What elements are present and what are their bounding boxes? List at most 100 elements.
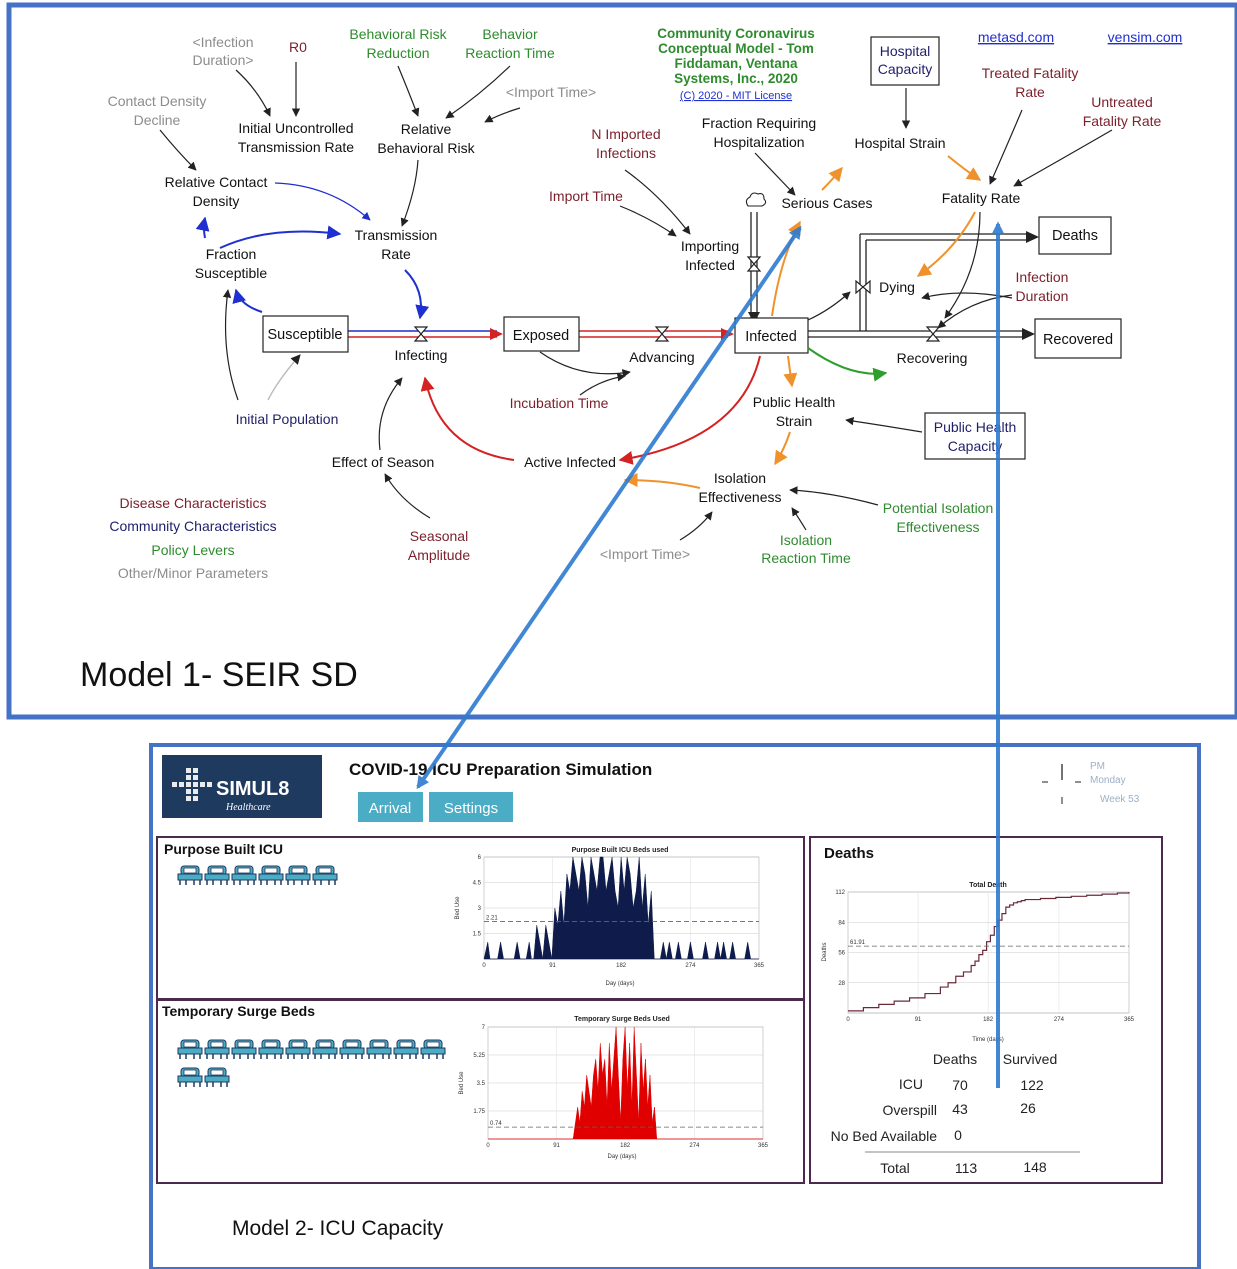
- var-fraction-susceptible-2: Susceptible: [195, 265, 268, 281]
- causal-links-black: [159, 62, 1113, 541]
- var-behavioral-risk-reduction-1: Behavioral Risk: [349, 26, 447, 42]
- arrival-button[interactable]: Arrival: [358, 792, 423, 822]
- logo-sub: Healthcare: [225, 802, 271, 813]
- flow-pipes: [348, 212, 1039, 340]
- var-relative-contact-density-1: Relative Contact: [165, 174, 268, 190]
- var-initial-uncontrolled-2: Transmission Rate: [238, 139, 354, 155]
- valve-dying: [855, 279, 871, 295]
- var-fraction-requiring-hosp-1: Fraction Requiring: [702, 115, 816, 131]
- icu-bed-icon: [285, 1039, 311, 1059]
- var-import-time-shadow-bottom: <Import Time>: [600, 546, 690, 562]
- x-tick-label: 274: [1054, 1017, 1065, 1023]
- arrival-button-label: Arrival: [369, 800, 412, 817]
- table-row-label: No Bed Available: [831, 1128, 938, 1144]
- var-n-imported-infections-2: Infections: [596, 145, 656, 161]
- icu-beds-chart: Purpose Built ICU Beds used Day (days) B…: [455, 847, 765, 987]
- var-import-time-shadow-top: <Import Time>: [506, 84, 596, 100]
- credit-line-3: Fiddaman, Ventana: [674, 56, 798, 71]
- icu-bed-icon: [393, 1039, 419, 1059]
- var-isolation-effectiveness-2: Effectiveness: [698, 489, 781, 505]
- table-row-label: Overspill: [883, 1102, 937, 1118]
- surge-beds-chart: Temporary Surge Beds Used Day (days) Bed…: [459, 1016, 769, 1160]
- var-incubation-time: Incubation Time: [510, 395, 609, 411]
- model-credit: Community Coronavirus Conceptual Model -…: [657, 26, 815, 86]
- var-initial-uncontrolled-1: Initial Uncontrolled: [238, 120, 353, 136]
- x-tick-label: 365: [758, 1143, 769, 1149]
- clock-ampm: PM: [1090, 761, 1105, 772]
- deaths-table: Deaths Survived ICU 70 122 Overspill 43 …: [831, 1051, 1080, 1176]
- clock-week: Week 53: [1100, 794, 1140, 805]
- color-legend: Disease Characteristics Community Charac…: [109, 495, 276, 581]
- mean-label: 61.91: [850, 940, 866, 946]
- clock-day: Monday: [1090, 775, 1126, 786]
- icu-bed-icon: [312, 865, 338, 885]
- link-initial-population: [267, 354, 301, 401]
- flow-importing-infected-2: Infected: [685, 257, 735, 273]
- var-untreated-fatality-rate-2: Fatality Rate: [1083, 113, 1162, 129]
- mean-label: 0.74: [490, 1121, 502, 1127]
- x-tick-label: 365: [754, 963, 765, 969]
- x-tick-label: 182: [616, 963, 627, 969]
- table-header-survived: Survived: [1003, 1051, 1057, 1067]
- var-isolation-reaction-time-1: Isolation: [780, 532, 832, 548]
- model1-caption: Model 1- SEIR SD: [80, 656, 358, 694]
- x-tick-label: 0: [846, 1017, 850, 1023]
- public-health-capacity-line1: Public Health: [934, 419, 1017, 435]
- table-total-deaths: 113: [955, 1160, 978, 1176]
- var-public-health-strain-1: Public Health: [753, 394, 836, 410]
- icu-bed-icons: [177, 865, 338, 885]
- boxed-vars: Hospital Capacity Public Health Capacity: [870, 36, 1026, 460]
- settings-button[interactable]: Settings: [429, 792, 513, 822]
- stock-susceptible: [262, 315, 349, 353]
- deaths-chart-title: Total Death: [969, 882, 1007, 889]
- hospital-capacity-line2: Capacity: [878, 61, 932, 77]
- surge-chart-ylabel: Bed Use: [459, 1071, 465, 1095]
- valve-importing: [746, 256, 762, 272]
- table-cell: 43: [952, 1101, 968, 1117]
- y-tick-label: 84: [838, 920, 845, 926]
- icu-bed-icon: [204, 1067, 230, 1087]
- var-seasonal-amplitude-2: Amplitude: [408, 547, 470, 563]
- icu-bed-icon: [258, 865, 284, 885]
- link-infected-recovering: [807, 347, 888, 382]
- license-link[interactable]: (C) 2020 - MIT License: [680, 90, 792, 102]
- icu-bed-icon: [231, 1039, 257, 1059]
- legend-other: Other/Minor Parameters: [118, 565, 268, 581]
- icu-bed-icon: [420, 1039, 446, 1059]
- area-series: [483, 856, 759, 960]
- var-active-infected: Active Infected: [524, 454, 616, 470]
- stock-infected-label: Infected: [745, 329, 797, 345]
- deaths-panel-title: Deaths: [824, 845, 874, 862]
- public-health-capacity-line2: Capacity: [948, 438, 1002, 454]
- var-effect-of-season: Effect of Season: [332, 454, 434, 470]
- credit-line-1: Community Coronavirus: [657, 26, 815, 41]
- var-seasonal-amplitude-1: Seasonal: [410, 528, 468, 544]
- hospital-capacity-line1: Hospital: [880, 43, 931, 59]
- area-series: [488, 1026, 763, 1140]
- var-treated-fatality-rate-2: Rate: [1015, 84, 1045, 100]
- vensim-link[interactable]: vensim.com: [1108, 29, 1183, 45]
- x-tick-label: 0: [482, 963, 486, 969]
- stock-recovered: [1034, 318, 1122, 359]
- flow-recovering: Recovering: [897, 350, 968, 366]
- surge-bed-icons: [177, 1039, 446, 1087]
- connector-arrows: [416, 221, 1005, 1088]
- variable-labels: <Infection Duration> R0 Behavioral Risk …: [108, 26, 1162, 566]
- sim-clock: PM Monday Week 53: [1042, 761, 1140, 805]
- icu-chart-title: Purpose Built ICU Beds used: [572, 847, 669, 854]
- model2-caption: Model 2- ICU Capacity: [232, 1217, 444, 1240]
- table-row-label: ICU: [899, 1076, 923, 1092]
- metasd-link[interactable]: metasd.com: [978, 29, 1054, 45]
- icu-bed-icon: [339, 1039, 365, 1059]
- x-tick-label: 365: [1124, 1017, 1135, 1023]
- sim-title: COVID-19 ICU Preparation Simulation: [349, 760, 652, 779]
- legend-policy: Policy Levers: [151, 542, 234, 558]
- icu-bed-icon: [204, 1039, 230, 1059]
- icu-bed-icon: [177, 1039, 203, 1059]
- var-isolation-reaction-time-2: Reaction Time: [761, 550, 851, 566]
- var-relative-behavioral-risk-2: Behavioral Risk: [377, 140, 475, 156]
- surge-chart-title: Temporary Surge Beds Used: [574, 1016, 670, 1023]
- credit-line-2: Conceptual Model - Tom: [658, 41, 814, 56]
- icu-chart-ylabel: Bed Use: [455, 896, 461, 920]
